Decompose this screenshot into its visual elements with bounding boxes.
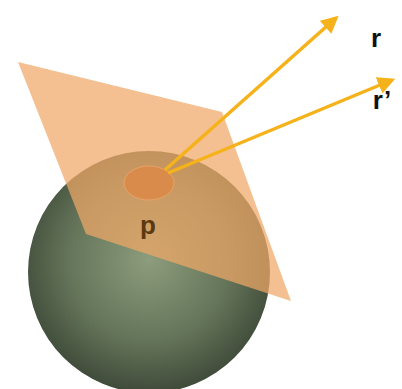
vector-label: r bbox=[371, 25, 381, 51]
surface-patch bbox=[124, 166, 174, 200]
ray-arrow bbox=[168, 80, 392, 173]
tangent-plane bbox=[18, 62, 291, 301]
point-label: p bbox=[140, 212, 156, 238]
vector-label: r’ bbox=[373, 87, 391, 113]
ray-arrow bbox=[165, 18, 336, 170]
